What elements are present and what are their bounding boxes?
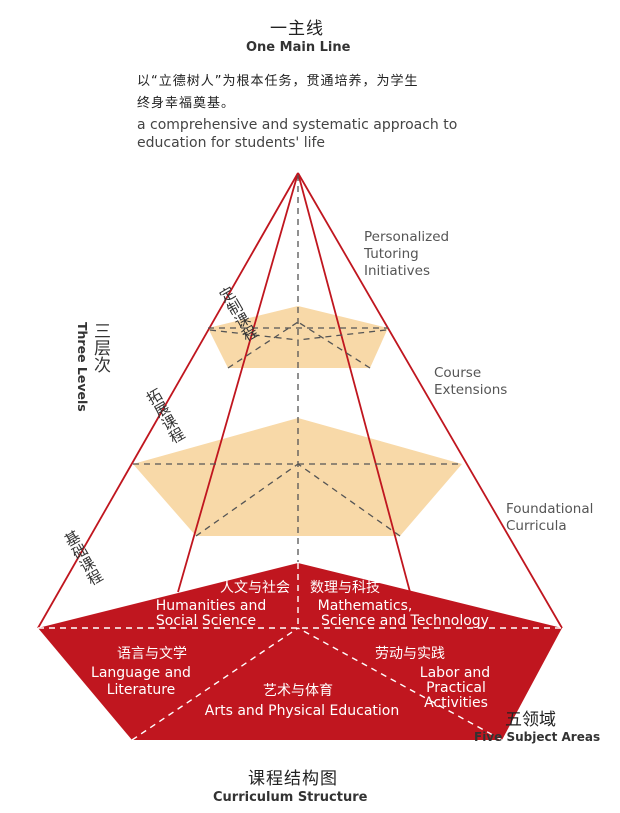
labor-en-1: Labor and bbox=[420, 665, 490, 681]
humanities-en-1: Humanities and bbox=[156, 598, 266, 614]
lang-en-2: Literature bbox=[107, 682, 176, 698]
svg-text:拓展课程: 拓展课程 bbox=[142, 386, 188, 447]
custom-course-layer bbox=[208, 306, 388, 368]
five-areas-cn: 五领域 bbox=[505, 710, 556, 730]
math-cn: 数理与科技 bbox=[310, 580, 380, 596]
svg-text:基础课程: 基础课程 bbox=[60, 528, 106, 589]
five-areas-base bbox=[38, 563, 562, 740]
main-line-title-cn: 一主线 bbox=[270, 19, 324, 39]
arts-cn: 艺术与体育 bbox=[263, 683, 333, 699]
mission-text-cn-line1: 以“立德树人”为根本任务，贯通培养，为学生 bbox=[137, 74, 419, 89]
mission-text-cn-line2: 终身幸福奠基。 bbox=[137, 96, 236, 111]
mission-text-en-line2: education for students' life bbox=[137, 135, 326, 151]
math-en-1: Mathematics, bbox=[318, 598, 413, 614]
labor-en-2: Practical bbox=[426, 680, 486, 696]
foundation-course-label: 基础课程 bbox=[60, 528, 106, 589]
humanities-en-2: Social Science bbox=[156, 613, 256, 629]
foundational-curricula-label: Foundational Curricula bbox=[506, 501, 594, 534]
main-line-title-en: One Main Line bbox=[246, 40, 351, 55]
lang-en-1: Language and bbox=[91, 665, 191, 681]
curriculum-structure-en: Curriculum Structure bbox=[213, 790, 368, 805]
curriculum-structure-cn: 课程结构图 bbox=[248, 769, 338, 789]
math-en-2: Science and Technology bbox=[321, 613, 489, 629]
course-extensions-label: Course Extensions bbox=[434, 365, 508, 398]
extension-course-label: 拓展课程 bbox=[142, 386, 188, 447]
personalized-tutoring-label: Personalized Tutoring Initiatives bbox=[364, 229, 450, 279]
three-levels-cn: 三层次 bbox=[90, 322, 111, 373]
lang-cn: 语言与文学 bbox=[117, 646, 187, 662]
labor-cn: 劳动与实践 bbox=[375, 646, 445, 662]
labor-en-3: Activities bbox=[424, 695, 488, 711]
three-levels-en: Three Levels bbox=[75, 322, 90, 412]
arts-en: Arts and Physical Education bbox=[205, 703, 399, 719]
five-areas-en: Five Subject Areas bbox=[474, 730, 601, 744]
humanities-cn: 人文与社会 bbox=[220, 580, 290, 596]
mission-text-en-line1: a comprehensive and systematic approach … bbox=[137, 117, 458, 133]
